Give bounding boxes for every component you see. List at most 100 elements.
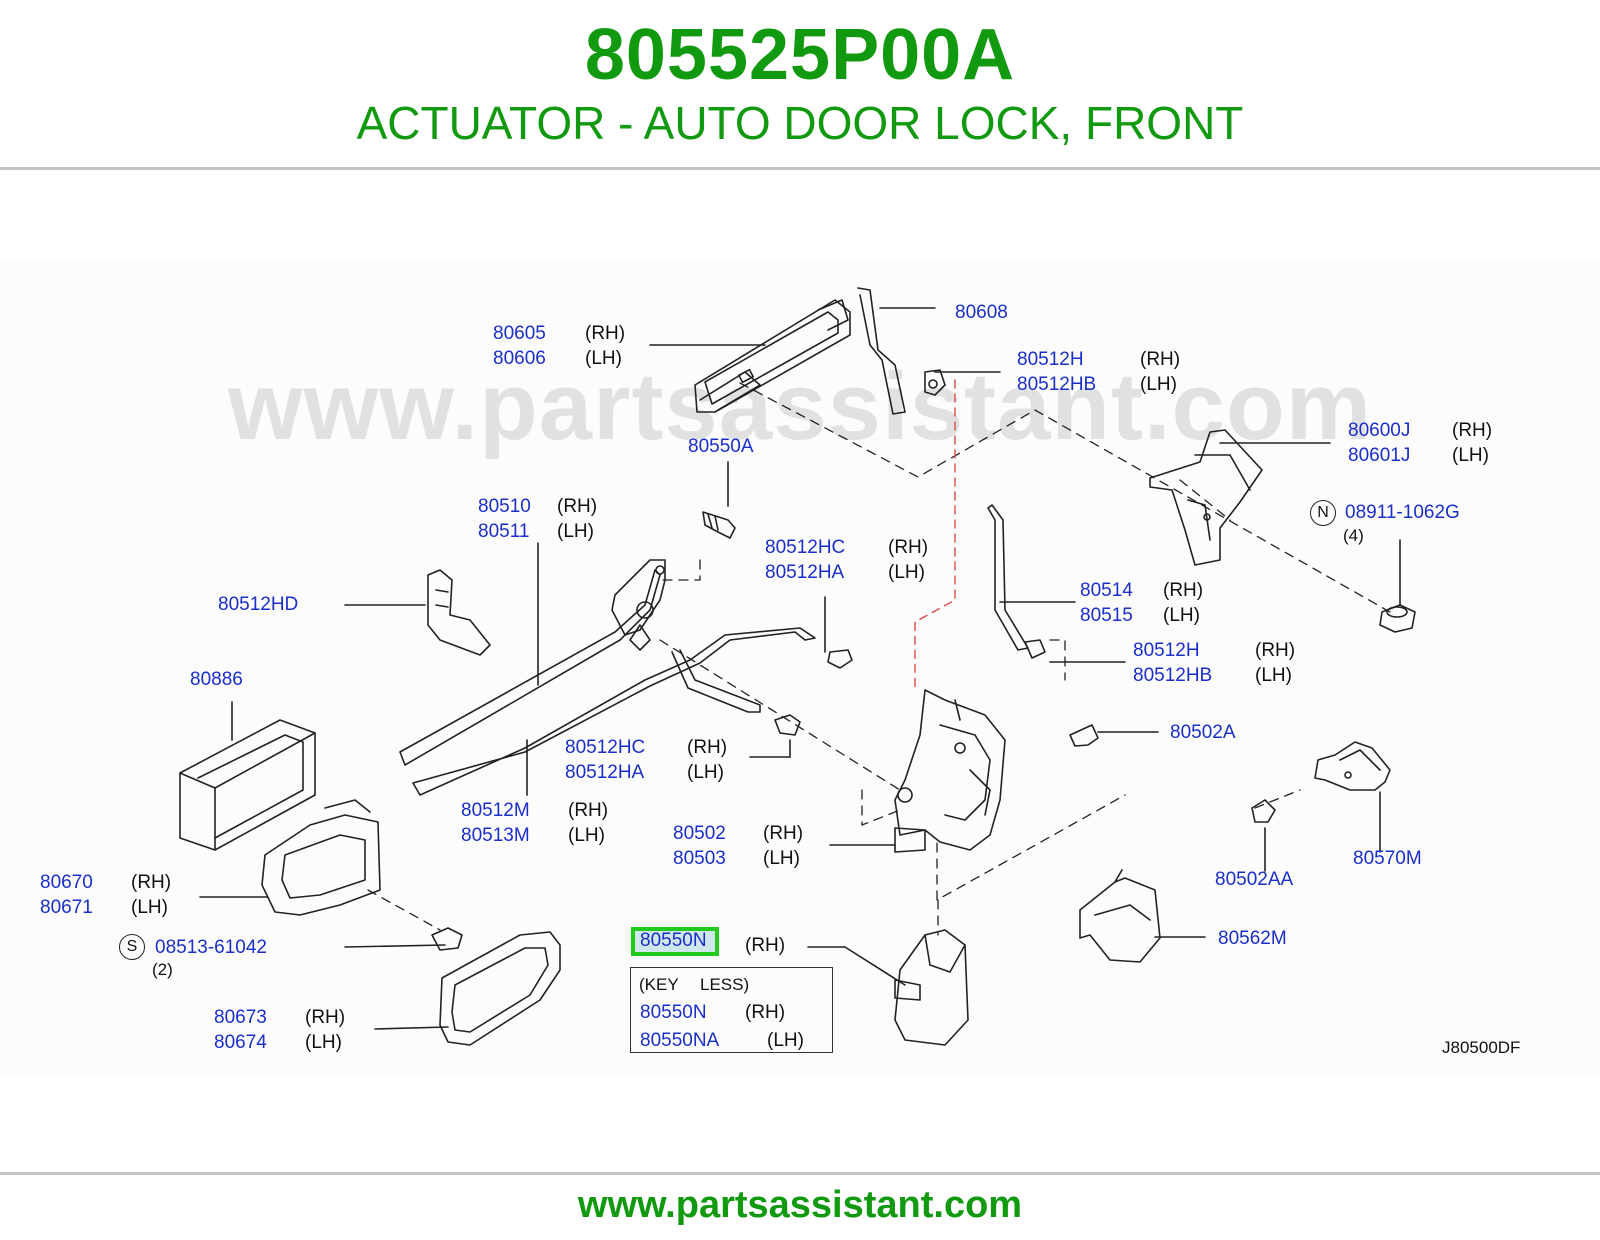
screw-80502A bbox=[1069, 724, 1099, 747]
callout-80511[interactable]: 80511 bbox=[478, 521, 530, 542]
callout-80550N-side: (RH) bbox=[745, 935, 786, 956]
callout-80512HA-bot[interactable]: 80512HA bbox=[565, 762, 645, 783]
callout-80512HB-top[interactable]: 80512HB bbox=[1017, 374, 1097, 395]
callout-80512HC-top[interactable]: 80512HC bbox=[765, 537, 846, 558]
leader-lines bbox=[199, 307, 1401, 1030]
bracket-80562M bbox=[1079, 869, 1161, 963]
diagram-code: J80500DF bbox=[1442, 1038, 1521, 1057]
callout-80503[interactable]: 80503 bbox=[673, 848, 726, 869]
callout-80512M-side: (RH) bbox=[568, 800, 609, 821]
part-description: ACTUATOR - AUTO DOOR LOCK, FRONT bbox=[356, 97, 1244, 149]
bracket-80570M bbox=[1314, 741, 1391, 791]
callout-80512H-mid[interactable]: 80512H bbox=[1133, 640, 1200, 661]
protector-80886 bbox=[179, 719, 316, 851]
callout-08911-1062G[interactable]: 08911-1062G bbox=[1345, 502, 1460, 523]
callout-80512HB-mid[interactable]: 80512HB bbox=[1133, 665, 1213, 686]
bolt-80550A bbox=[702, 511, 736, 539]
callout-80512HB-mid-side: (LH) bbox=[1255, 665, 1292, 686]
callout-80512HC-top-side: (RH) bbox=[888, 537, 929, 558]
callout-80503-side: (LH) bbox=[763, 848, 800, 869]
callout-80600J-side: (RH) bbox=[1452, 420, 1493, 441]
keyless-row-80550NA[interactable]: 80550NA bbox=[640, 1030, 720, 1051]
callout-80515[interactable]: 80515 bbox=[1080, 605, 1133, 626]
actuator-80550N bbox=[894, 929, 969, 1046]
callout-80601J[interactable]: 80601J bbox=[1348, 445, 1411, 466]
s-circle-badge: S bbox=[119, 934, 145, 960]
watermark: www.partsassistant.com bbox=[227, 353, 1373, 460]
diagram-area bbox=[0, 262, 1600, 1077]
bracket-80600J bbox=[1149, 429, 1263, 566]
callout-80673-side: (RH) bbox=[305, 1007, 346, 1028]
callout-80512HA-bot-side: (LH) bbox=[687, 762, 724, 783]
lever-mechanism bbox=[611, 559, 666, 651]
callout-80671-side: (LH) bbox=[131, 897, 168, 918]
callout-80605[interactable]: 80605 bbox=[493, 323, 546, 344]
callout-80510-side: (RH) bbox=[557, 496, 598, 517]
screw-08513 bbox=[431, 927, 463, 951]
callout-80513M-side: (LH) bbox=[568, 825, 605, 846]
callout-08911-qty: (4) bbox=[1343, 526, 1364, 545]
callout-80600J[interactable]: 80600J bbox=[1348, 420, 1411, 441]
callout-80515-side: (LH) bbox=[1163, 605, 1200, 626]
part-number-title: 805525P00A bbox=[584, 15, 1016, 95]
callout-80570M[interactable]: 80570M bbox=[1353, 848, 1422, 869]
callout-80674-side: (LH) bbox=[305, 1032, 342, 1053]
callout-80550N-highlighted[interactable]: 80550N bbox=[640, 930, 707, 951]
screw-80502AA bbox=[1251, 799, 1276, 823]
callout-80512HA-top[interactable]: 80512HA bbox=[765, 562, 845, 583]
small-clips bbox=[774, 639, 1046, 736]
callout-80550A[interactable]: 80550A bbox=[688, 436, 754, 457]
callout-80512M[interactable]: 80512M bbox=[461, 800, 530, 821]
callout-80562M[interactable]: 80562M bbox=[1218, 928, 1287, 949]
door-lock-assembly bbox=[894, 689, 1006, 853]
callout-80502[interactable]: 80502 bbox=[673, 823, 726, 844]
callout-80512H-top[interactable]: 80512H bbox=[1017, 349, 1084, 370]
callout-80605-side: (RH) bbox=[585, 323, 626, 344]
callout-80502A[interactable]: 80502A bbox=[1170, 722, 1236, 743]
callout-80601J-side: (LH) bbox=[1452, 445, 1489, 466]
callout-80512H-mid-side: (RH) bbox=[1255, 640, 1296, 661]
callout-80512HD[interactable]: 80512HD bbox=[218, 594, 299, 615]
callout-80512HC-bot[interactable]: 80512HC bbox=[565, 737, 646, 758]
callout-80608[interactable]: 80608 bbox=[955, 302, 1008, 323]
clip-80512HD bbox=[427, 569, 491, 656]
keyless-heading-a: (KEY bbox=[639, 975, 679, 994]
callout-80502-side: (RH) bbox=[763, 823, 804, 844]
callout-08513-61042[interactable]: 08513-61042 bbox=[155, 937, 267, 958]
callout-80511-side: (LH) bbox=[557, 521, 594, 542]
callout-80514-side: (RH) bbox=[1163, 580, 1204, 601]
footer-url[interactable]: www.partsassistant.com bbox=[577, 1184, 1023, 1226]
callout-80502AA[interactable]: 80502AA bbox=[1215, 869, 1294, 890]
callout-80513M[interactable]: 80513M bbox=[461, 825, 530, 846]
outside-handle bbox=[694, 299, 851, 413]
keyless-row-80550NA-side: (LH) bbox=[767, 1030, 804, 1051]
clip-top bbox=[924, 369, 946, 396]
rods-80510-80512M bbox=[399, 569, 816, 796]
keyless-row-80550N-side: (RH) bbox=[745, 1002, 786, 1023]
escutcheon-80673 bbox=[439, 931, 561, 1046]
callout-80512H-top-side: (RH) bbox=[1140, 349, 1181, 370]
header-divider bbox=[0, 167, 1600, 170]
keyless-heading-b: LESS) bbox=[700, 975, 750, 994]
callout-80514[interactable]: 80514 bbox=[1080, 580, 1133, 601]
callout-80670[interactable]: 80670 bbox=[40, 872, 93, 893]
callout-80510[interactable]: 80510 bbox=[478, 496, 531, 517]
inside-handle-80670 bbox=[261, 799, 381, 916]
nut-08911 bbox=[1379, 604, 1416, 633]
rod-80514 bbox=[987, 504, 1029, 651]
callout-80671[interactable]: 80671 bbox=[40, 897, 93, 918]
callout-80673[interactable]: 80673 bbox=[214, 1007, 267, 1028]
highlight-box-80550N bbox=[631, 927, 719, 956]
callout-80886[interactable]: 80886 bbox=[190, 669, 243, 690]
callout-80512HC-bot-side: (RH) bbox=[687, 737, 728, 758]
keyless-row-80550N[interactable]: 80550N bbox=[640, 1002, 707, 1023]
callout-80512HA-top-side: (LH) bbox=[888, 562, 925, 583]
callout-80606[interactable]: 80606 bbox=[493, 348, 546, 369]
footer-divider bbox=[0, 1172, 1600, 1175]
callout-08513-qty: (2) bbox=[152, 960, 173, 979]
n-circle-badge: N bbox=[1310, 500, 1336, 526]
callout-80512HB-top-side: (LH) bbox=[1140, 374, 1177, 395]
callout-80606-side: (LH) bbox=[585, 348, 622, 369]
callout-80674[interactable]: 80674 bbox=[214, 1032, 267, 1053]
